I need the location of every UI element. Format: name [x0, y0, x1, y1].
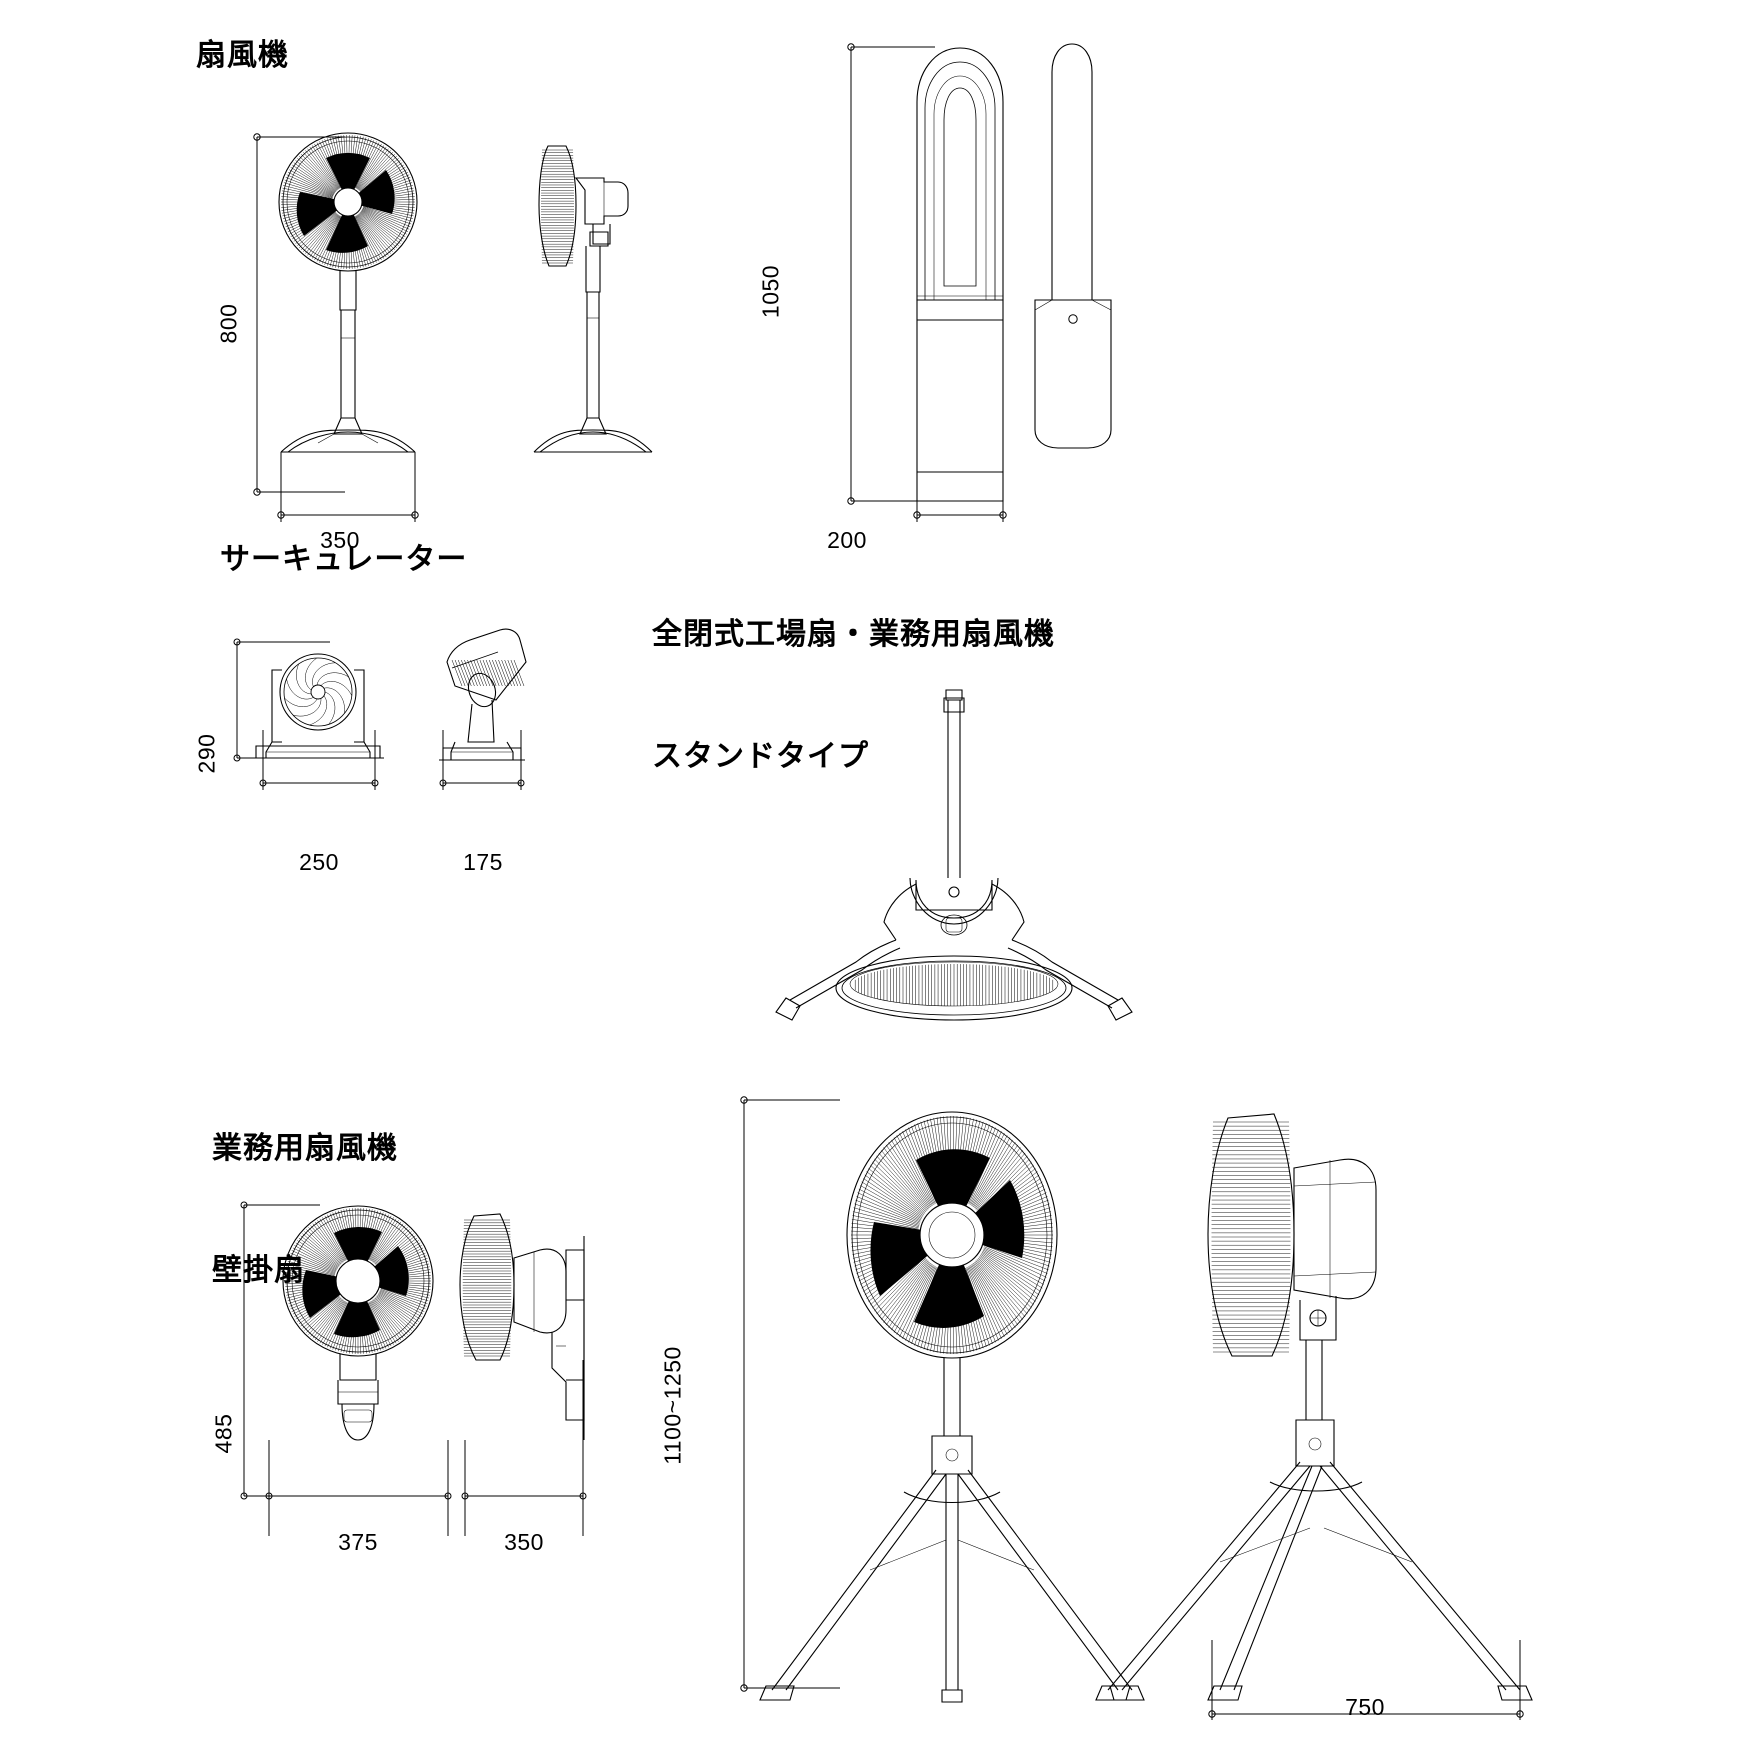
dimension-tower-height [848, 44, 935, 504]
circulator-side-view [439, 629, 526, 790]
wall-fan-side-hatch [463, 1220, 512, 1356]
wall-heading-line-1: 業務用扇風機 [212, 1132, 398, 1165]
tripod-fan-blades [870, 1149, 1025, 1328]
wall-fan-side-view [460, 1214, 586, 1536]
dimension-label-circulator-width: 250 [299, 849, 339, 875]
tower-fan-front-view [848, 44, 1006, 522]
dimension-label-fan-base-width: 350 [320, 527, 360, 553]
dimension-tower-width [914, 460, 1006, 522]
circulator-blades [285, 658, 352, 725]
dimension-label-tripod-spread: 750 [1345, 1694, 1385, 1720]
fan-blades [296, 152, 395, 253]
factory-heading-line-2: スタンドタイプ [652, 739, 869, 773]
factory-heading-line-1: 全閉式工場扇・業務用扇風機 [652, 618, 1055, 651]
dimension-fan-height [254, 134, 345, 495]
factory-fan-grille [852, 964, 1056, 1006]
dimension-label-wall-depth: 350 [504, 1529, 544, 1555]
dimension-label-tower-height: 1050 [757, 264, 784, 319]
dimension-label-tripod-height: 1100~1250 [659, 1346, 686, 1465]
dimension-wall-depth [462, 1360, 586, 1536]
dimension-circulator-depth [440, 730, 524, 790]
section-heading-circulator: サーキュレーター [220, 543, 468, 576]
dimension-tripod-height [741, 1097, 840, 1691]
dimension-label-fan-height: 800 [215, 303, 242, 344]
dimension-circulator-height [234, 639, 330, 761]
dimension-circulator-width [260, 730, 378, 790]
side-guard-hatch [541, 150, 574, 263]
dimension-label-wall-width: 375 [338, 1529, 378, 1555]
pedestal-fan-side-view [534, 146, 652, 452]
tower-fan-side-view [1035, 44, 1111, 448]
tripod-fan-front-view [741, 1097, 1144, 1702]
section-heading-factory-stand: 全閉式工場扇・業務用扇風機 スタンドタイプ [652, 534, 1055, 858]
fan-guard-wires [281, 135, 415, 269]
section-heading-wall-fan: 業務用扇風機 壁掛扇 [212, 1048, 398, 1372]
circulator-side-grille [452, 660, 524, 686]
dimension-label-circulator-depth: 175 [463, 849, 503, 875]
pedestal-fan-front-view [254, 133, 418, 522]
tripod-fan-side-hatch [1212, 1122, 1291, 1352]
dimension-label-wall-height: 485 [210, 1413, 237, 1454]
dimension-label-circulator-height: 290 [193, 733, 220, 774]
section-heading-fan: 扇風機 [196, 39, 289, 72]
dimension-fan-base-width [278, 452, 418, 522]
tripod-fan-side-view [1096, 1114, 1532, 1720]
dimension-wall-width [266, 1440, 451, 1536]
circulator-front-view [234, 639, 384, 790]
tripod-fan-guard-wires [851, 1116, 1053, 1354]
wall-heading-line-2: 壁掛扇 [212, 1253, 305, 1287]
dimension-label-tower-width: 200 [827, 527, 867, 553]
